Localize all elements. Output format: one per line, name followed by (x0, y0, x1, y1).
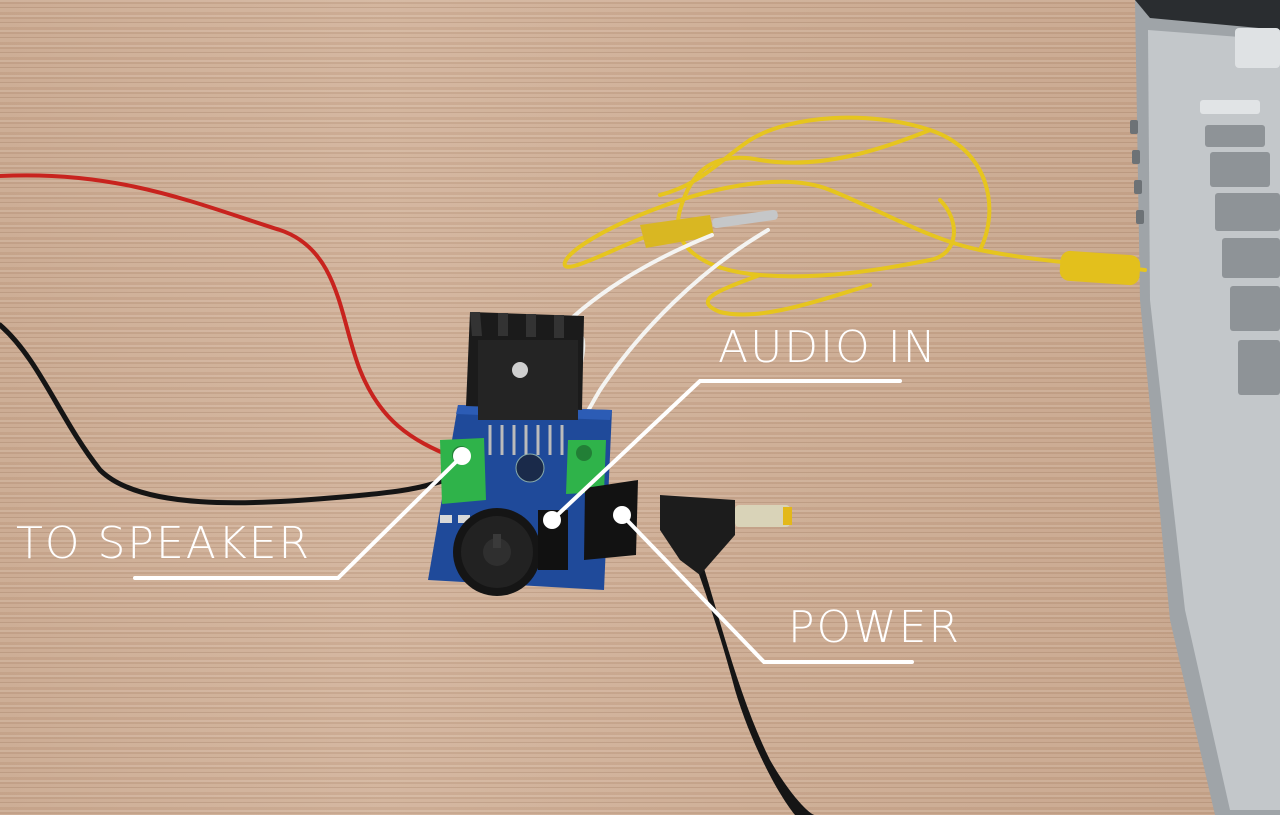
red-wire (0, 173, 457, 460)
amplifier-board (428, 312, 638, 596)
black-wire (0, 322, 453, 506)
to-speaker-label: TO SPEAKER (16, 518, 312, 569)
audio-callout-dot (543, 511, 561, 529)
audio-callout-line (550, 379, 902, 522)
dc-barrel-jack (584, 480, 638, 560)
power-plug (660, 495, 815, 815)
speaker-callout-dot (453, 447, 471, 465)
power-callout-dot (613, 506, 631, 524)
power-callout-line (620, 513, 914, 664)
potentiometer-knob (453, 508, 541, 596)
power-label: POWER (788, 602, 962, 653)
aux-cable (562, 115, 1147, 317)
laptop (1130, 0, 1280, 815)
audio-in-label: AUDIO IN (718, 322, 938, 373)
speaker-callout-line (133, 454, 464, 580)
heatsink (466, 312, 584, 420)
